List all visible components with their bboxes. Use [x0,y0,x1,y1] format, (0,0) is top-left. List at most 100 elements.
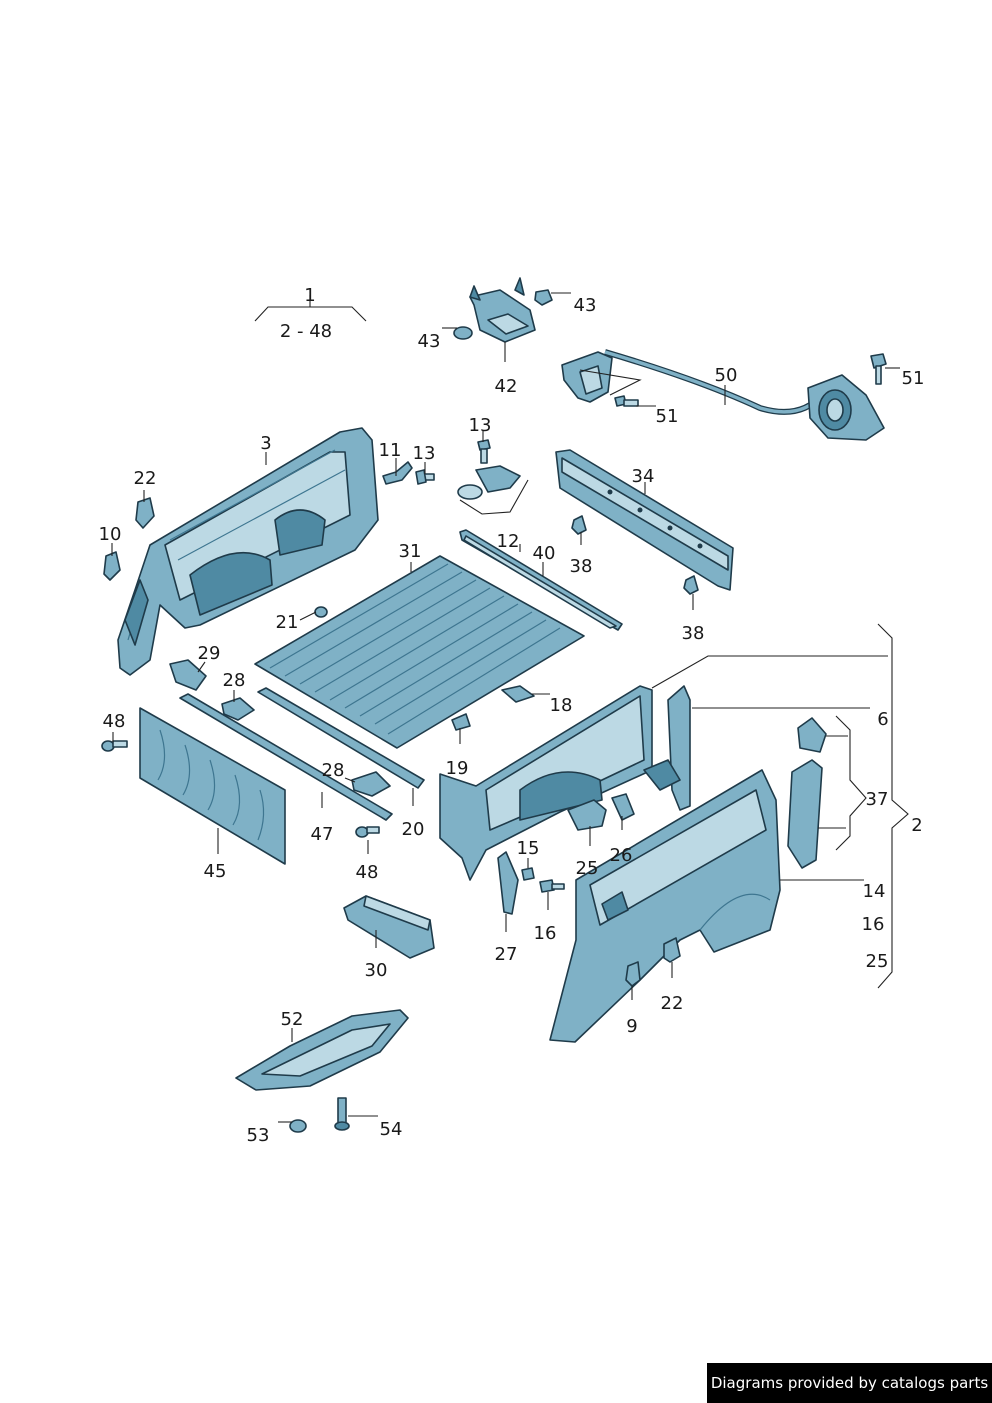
label-2-48: 2 - 48 [280,321,332,342]
part-40-rail [459,529,623,631]
part-22-cap-a [135,497,155,529]
label-14: 14 [863,881,886,902]
part-20-cross-rail [257,687,425,789]
label-3: 3 [260,433,271,454]
label-22-left: 22 [134,468,157,489]
part-52-shield [235,1009,409,1091]
part-29-bracket [169,659,207,691]
part-50-latch-cable [561,349,885,441]
part-38-clip-a [571,515,587,535]
leader-lines [111,292,900,1123]
part-3-front-bed-wall [117,427,379,676]
label-38-lower: 38 [682,623,705,644]
label-9: 9 [626,1016,637,1037]
label-48-left: 48 [103,711,126,732]
part-14-outer-side-panel [549,769,781,1043]
part-51-bolt-a [870,353,887,385]
part-43-nut-a [453,326,473,340]
label-27: 27 [495,944,518,965]
label-42: 42 [495,376,518,397]
label-29: 29 [198,643,221,664]
part-42-bracket [469,277,536,343]
part-15-nut [521,867,535,881]
label-16-left: 16 [534,923,557,944]
label-43-right: 43 [574,295,597,316]
part-9-cap [625,961,641,987]
part-22-cap-b [663,937,681,963]
part-43-nut-b [534,289,553,306]
label-16-right: 16 [862,914,885,935]
label-50: 50 [715,365,738,386]
part-26-bracket [611,793,635,821]
brace-37 [835,715,867,851]
label-37: 37 [866,789,889,810]
part-18-bracket [501,685,535,703]
callout-labels: 1 2 - 48 43 43 42 50 51 51 3 22 10 11 13… [99,285,925,1146]
brace-2 [877,623,909,989]
part-34-tailgate-panel [555,449,734,591]
label-51-right: 51 [902,368,925,389]
part-47-cross-rail [179,693,393,821]
group-bracket-1 [254,295,367,322]
label-13-b: 13 [469,415,492,436]
label-12: 12 [497,531,520,552]
part-48-bolt-a [101,740,128,752]
credit-banner: Diagrams provided by catalogs parts [707,1363,992,1403]
label-15: 15 [517,838,540,859]
label-48-lower: 48 [356,862,379,883]
label-25-upper: 25 [576,858,599,879]
part-37-bracket-upper [797,717,827,753]
label-13-a: 13 [413,443,436,464]
label-26: 26 [610,845,633,866]
part-37-bracket-lower [787,759,823,869]
part-38-clip-b [683,575,699,595]
label-34: 34 [632,466,655,487]
label-52: 52 [281,1009,304,1030]
label-38-upper: 38 [570,556,593,577]
label-28-lower: 28 [322,760,345,781]
label-53: 53 [247,1125,270,1146]
label-30: 30 [365,960,388,981]
label-22-right: 22 [661,993,684,1014]
part-19-bracket [451,713,471,731]
part-28-bracket-b [351,771,391,797]
part-51-bolt-b [614,395,639,407]
part-31-bed-floor [254,555,585,749]
label-6: 6 [877,709,888,730]
part-13-bolt-b [477,439,491,464]
label-28-upper: 28 [223,670,246,691]
part-10-cap [103,551,121,581]
label-31: 31 [399,541,422,562]
part-11-tie-hook [382,461,413,485]
part-25-bracket [567,799,607,831]
part-tie-down-ring [457,465,529,515]
label-21: 21 [276,612,299,633]
label-40: 40 [533,543,556,564]
part-13-bolt-a [415,469,435,485]
label-25-right: 25 [866,951,889,972]
label-10: 10 [99,524,122,545]
part-6-pillar [643,685,691,811]
label-2: 2 [911,815,922,836]
part-48-bolt-b [355,826,380,838]
part-16-bolt [539,879,565,893]
part-53-nut [289,1119,307,1133]
label-1: 1 [304,285,315,306]
part-45-rear-wall [139,707,286,865]
label-19: 19 [446,758,469,779]
label-11: 11 [379,440,402,461]
part-21-bolt [314,606,328,618]
label-20: 20 [402,819,425,840]
label-43-left: 43 [418,331,441,352]
label-54: 54 [380,1119,403,1140]
label-45: 45 [204,861,227,882]
part-6-side-wall [439,685,653,881]
part-54-stud [334,1097,350,1131]
label-18: 18 [550,695,573,716]
part-27-strut [497,851,519,915]
part-30-crossmember [343,895,435,959]
part-28-bracket-a [221,697,255,721]
label-47: 47 [311,824,334,845]
label-51-left: 51 [656,406,679,427]
